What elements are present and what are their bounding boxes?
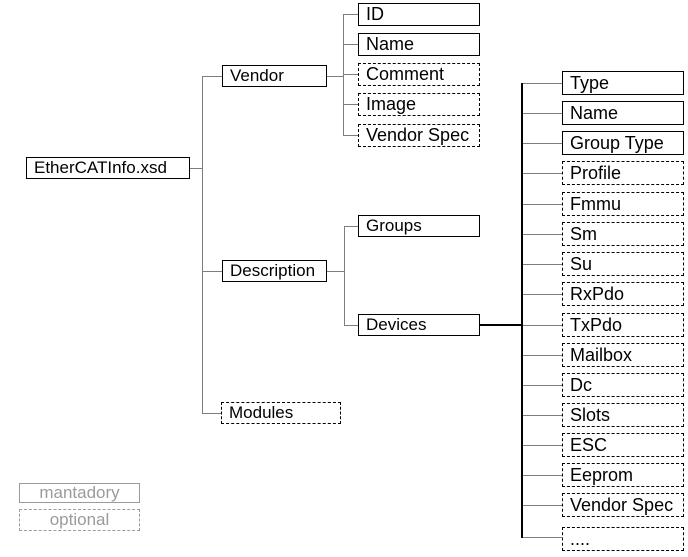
connector-line <box>202 76 203 414</box>
connector-line <box>345 325 358 326</box>
node-sm: Sm <box>562 222 684 246</box>
connector-line <box>523 143 562 144</box>
node-fmmu: Fmmu <box>562 192 684 216</box>
node-groups: Groups <box>358 215 480 237</box>
connector-line <box>203 76 222 77</box>
connector-line <box>523 204 562 205</box>
connector-line <box>523 294 562 295</box>
node-image: Image <box>358 93 480 116</box>
connector-trunk-line <box>480 324 523 326</box>
connector-line <box>523 475 562 476</box>
node-su: Su <box>562 252 684 276</box>
node-group-type: Group Type <box>562 131 684 155</box>
connector-line <box>343 14 344 136</box>
connector-line <box>523 505 562 506</box>
node-comment: Comment <box>358 63 480 86</box>
node-modules: Modules <box>221 402 341 424</box>
connector-line <box>523 173 562 174</box>
connector-line <box>523 355 562 356</box>
legend-optional: optional <box>19 509 140 531</box>
node-eeprom: Eeprom <box>562 463 684 487</box>
connector-line <box>203 413 221 414</box>
connector-line <box>523 537 562 538</box>
node-description: Description <box>222 260 327 282</box>
node-profile: Profile <box>562 161 684 185</box>
node-dc: Dc <box>562 373 684 397</box>
connector-line <box>523 264 562 265</box>
connector-line <box>344 226 345 326</box>
node-ellipsis: .... <box>562 527 684 551</box>
node-mailbox: Mailbox <box>562 343 684 367</box>
connector-line <box>523 415 562 416</box>
connector-line <box>327 76 343 77</box>
connector-line <box>344 44 358 45</box>
connector-line <box>190 168 202 169</box>
connector-line <box>523 234 562 235</box>
connector-line <box>344 74 358 75</box>
node-id: ID <box>358 3 480 26</box>
connector-line <box>523 385 562 386</box>
node-esc: ESC <box>562 433 684 457</box>
connector-line <box>344 104 358 105</box>
connector-line <box>327 271 344 272</box>
node-rxpdo: RxPdo <box>562 282 684 306</box>
node-type: Type <box>562 71 684 95</box>
connector-line <box>344 14 358 15</box>
node-vendor-spec: Vendor Spec <box>358 124 480 147</box>
node-devices: Devices <box>358 314 480 336</box>
node-name: Name <box>358 33 480 56</box>
node-device-vendor-spec: Vendor Spec <box>562 493 684 517</box>
connector-line <box>523 325 562 326</box>
connector-trunk-line <box>521 83 523 538</box>
node-vendor: Vendor <box>222 65 327 87</box>
connector-line <box>523 83 562 84</box>
node-txpdo: TxPdo <box>562 313 684 337</box>
connector-line <box>345 226 358 227</box>
node-slots: Slots <box>562 403 684 427</box>
connector-line <box>523 113 562 114</box>
node-device-name: Name <box>562 101 684 125</box>
connector-line <box>523 445 562 446</box>
legend-mandatory: mantadory <box>19 483 140 503</box>
connector-line <box>344 135 358 136</box>
node-ethercatinfo-xsd: EtherCATInfo.xsd <box>26 157 190 179</box>
connector-line <box>203 271 222 272</box>
